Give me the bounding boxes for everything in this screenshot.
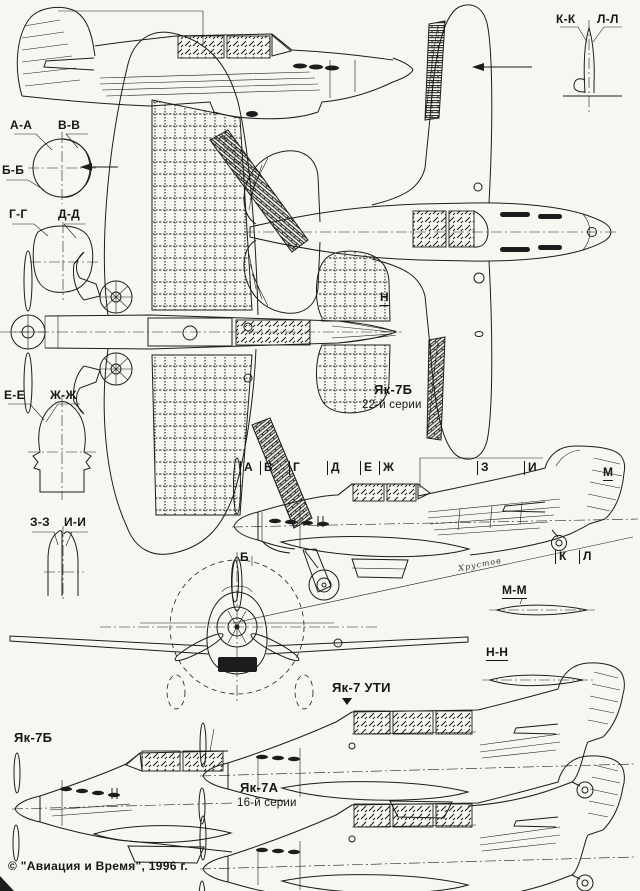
section-label-kk: К-К — [556, 12, 576, 26]
side-view-top-left — [16, 6, 414, 120]
station-mark-m: М — [603, 465, 614, 481]
section-label-ll: Л-Л — [597, 12, 619, 26]
section-label-aa: А-А — [10, 118, 33, 132]
section-label-bb: Б-Б — [2, 163, 25, 177]
front-view — [9, 552, 469, 710]
side-view-yak7b-bottom-left — [11, 728, 236, 864]
section-label-nn: Н-Н — [486, 645, 509, 661]
station-mark-k: К — [555, 550, 567, 564]
airfoil-sections-mm-nn — [482, 598, 598, 687]
station-d: Д — [327, 461, 340, 475]
title-yak7-uti: Як-7 УТИ — [332, 680, 391, 695]
station-mark-n: Н — [380, 290, 389, 306]
copyright: © "Авиация и Время", 1996 г. — [8, 859, 189, 873]
station-z: З — [477, 461, 489, 475]
side-view-yak7-uti — [198, 662, 635, 825]
section-label-mm: М-М — [502, 583, 527, 599]
side-view-yak7a-16-series — [198, 755, 635, 891]
station-g: Г — [289, 461, 300, 475]
title-yak7b-22: Як-7Б — [374, 382, 413, 397]
station-mark-l: Л — [579, 550, 592, 564]
section-label-zh: Ж-Ж — [50, 388, 77, 402]
side-view-yak7b-22-series — [231, 445, 639, 624]
bottom-plan-view — [0, 31, 402, 555]
section-label-zz: З-З — [30, 515, 50, 529]
station-zh: Ж — [379, 461, 394, 475]
section-label-dd: Д-Д — [58, 207, 80, 221]
title-yak7b: Як-7Б — [14, 730, 53, 745]
title-yak7a: Як-7А — [240, 780, 279, 795]
subtitle-yak7a: 16-й серии — [237, 797, 297, 809]
section-label-gg: Г-Г — [9, 207, 28, 221]
top-plan-view — [243, 4, 616, 460]
station-v: В — [260, 461, 273, 475]
section-label-ii: И-И — [64, 515, 87, 529]
station-mark-b: Б — [240, 550, 249, 564]
station-a: А — [240, 461, 253, 475]
fin-cross-section-kk-ll — [560, 20, 622, 112]
fuselage-cross-sections — [6, 132, 98, 600]
station-e: Е — [360, 461, 372, 475]
section-label-vv: В-В — [58, 118, 81, 132]
station-i: И — [524, 461, 537, 475]
section-label-ee: Е-Е — [4, 388, 25, 402]
scan-corner-artifact — [0, 876, 14, 891]
subtitle-yak7b-22: 22-й серии — [362, 399, 422, 411]
pointer-triangle-icon — [342, 698, 352, 705]
